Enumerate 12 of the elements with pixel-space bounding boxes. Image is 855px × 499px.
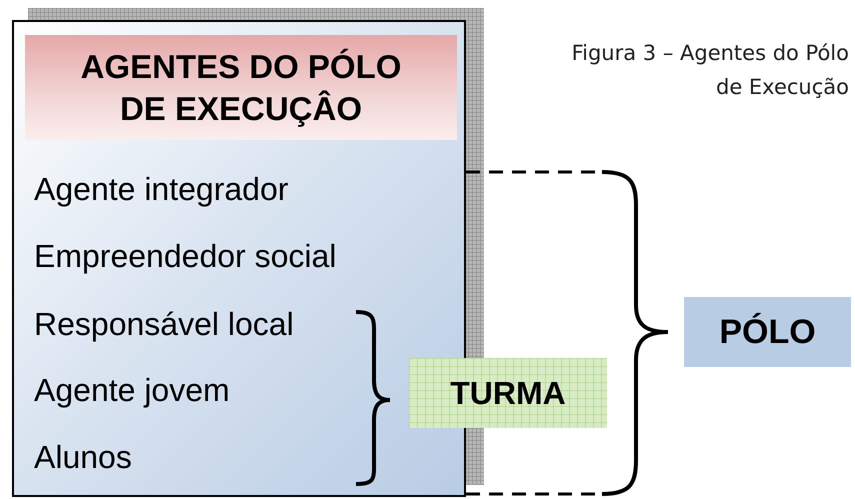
group-box	[409, 358, 607, 428]
group-label: PÓLO	[719, 312, 816, 353]
list-item: Agente jovem	[34, 371, 230, 410]
heading: AGENTES DO PÓLO DE EXECUÇÂO	[80, 47, 402, 129]
group-label: TURMA	[450, 374, 566, 413]
figure-caption: Figura 3 – Agentes do Pólo de Execução	[570, 40, 849, 101]
list-item: Responsável local	[34, 305, 294, 344]
heading-band	[25, 35, 457, 140]
list-item: Alunos	[34, 438, 132, 477]
list-item: Agente integrador	[34, 170, 288, 209]
group-box	[684, 297, 851, 367]
list-item: Empreendedor social	[34, 237, 336, 276]
